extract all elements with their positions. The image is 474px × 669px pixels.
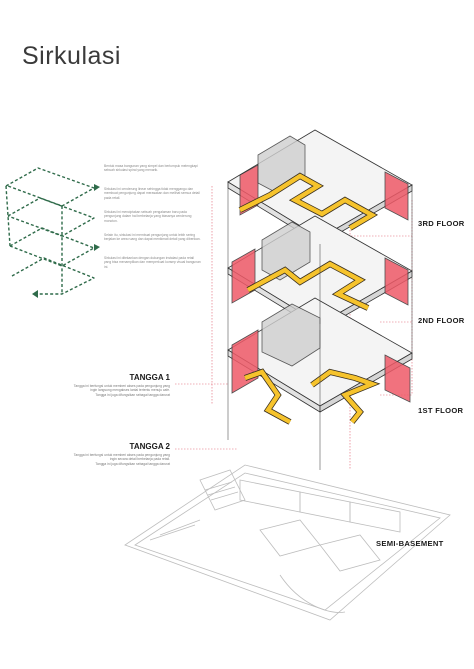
floor-label-2nd: 2ND FLOOR (418, 316, 465, 325)
tangga-2-title: TANGGA 2 (129, 442, 170, 451)
intro-paragraph-4: Selain itu, sirkulasi ini membuat pengun… (104, 233, 201, 242)
tangga-2-desc-line-1: Tangga ini berfungsi untuk memberi akses… (73, 453, 170, 457)
intro-paragraph-1: Bentuk masa bangunan yang simpel dan ber… (104, 164, 198, 173)
semi-basement-plan (124, 464, 451, 621)
floor-label-semi-basement: SEMI-BASEMENT (376, 539, 444, 548)
tangga-1-title: TANGGA 1 (129, 373, 170, 382)
page-title: Sirkulasi (22, 42, 121, 70)
tangga-2-desc-line-3: Tangga ini juga difungsikan sebagai tang… (95, 461, 170, 466)
intro-paragraph-2: Sirkulasi ini cenderung linear sehingga … (104, 187, 200, 200)
spiral-arrow-icon (5, 167, 95, 295)
tangga-1-desc-line-2: ingin langsung mengakses lantai tertentu… (90, 388, 170, 393)
floor-label-1st: 1ST FLOOR (418, 406, 464, 415)
intro-paragraph-3: Sirkulasi ini menciptakan sebuah pengala… (104, 210, 192, 223)
tangga-1-desc-line-3: Tangga ini juga difungsikan sebagai tang… (95, 392, 170, 397)
tangga-2-desc: Tangga ini berfungsi untuk memberi akses… (30, 453, 170, 466)
tangga-1-desc-line-1: Tangga ini berfungsi untuk memberi akses… (73, 384, 170, 388)
floor-label-3rd: 3RD FLOOR (418, 219, 465, 228)
tangga-2-desc-line-2: ingin secara detail berbelanja pada reta… (109, 457, 170, 462)
tangga-1-desc: Tangga ini berfungsi untuk memberi akses… (30, 384, 170, 397)
intro-paragraph-5: Sirkulasi ini ditekankan dengan dukungan… (104, 256, 201, 269)
